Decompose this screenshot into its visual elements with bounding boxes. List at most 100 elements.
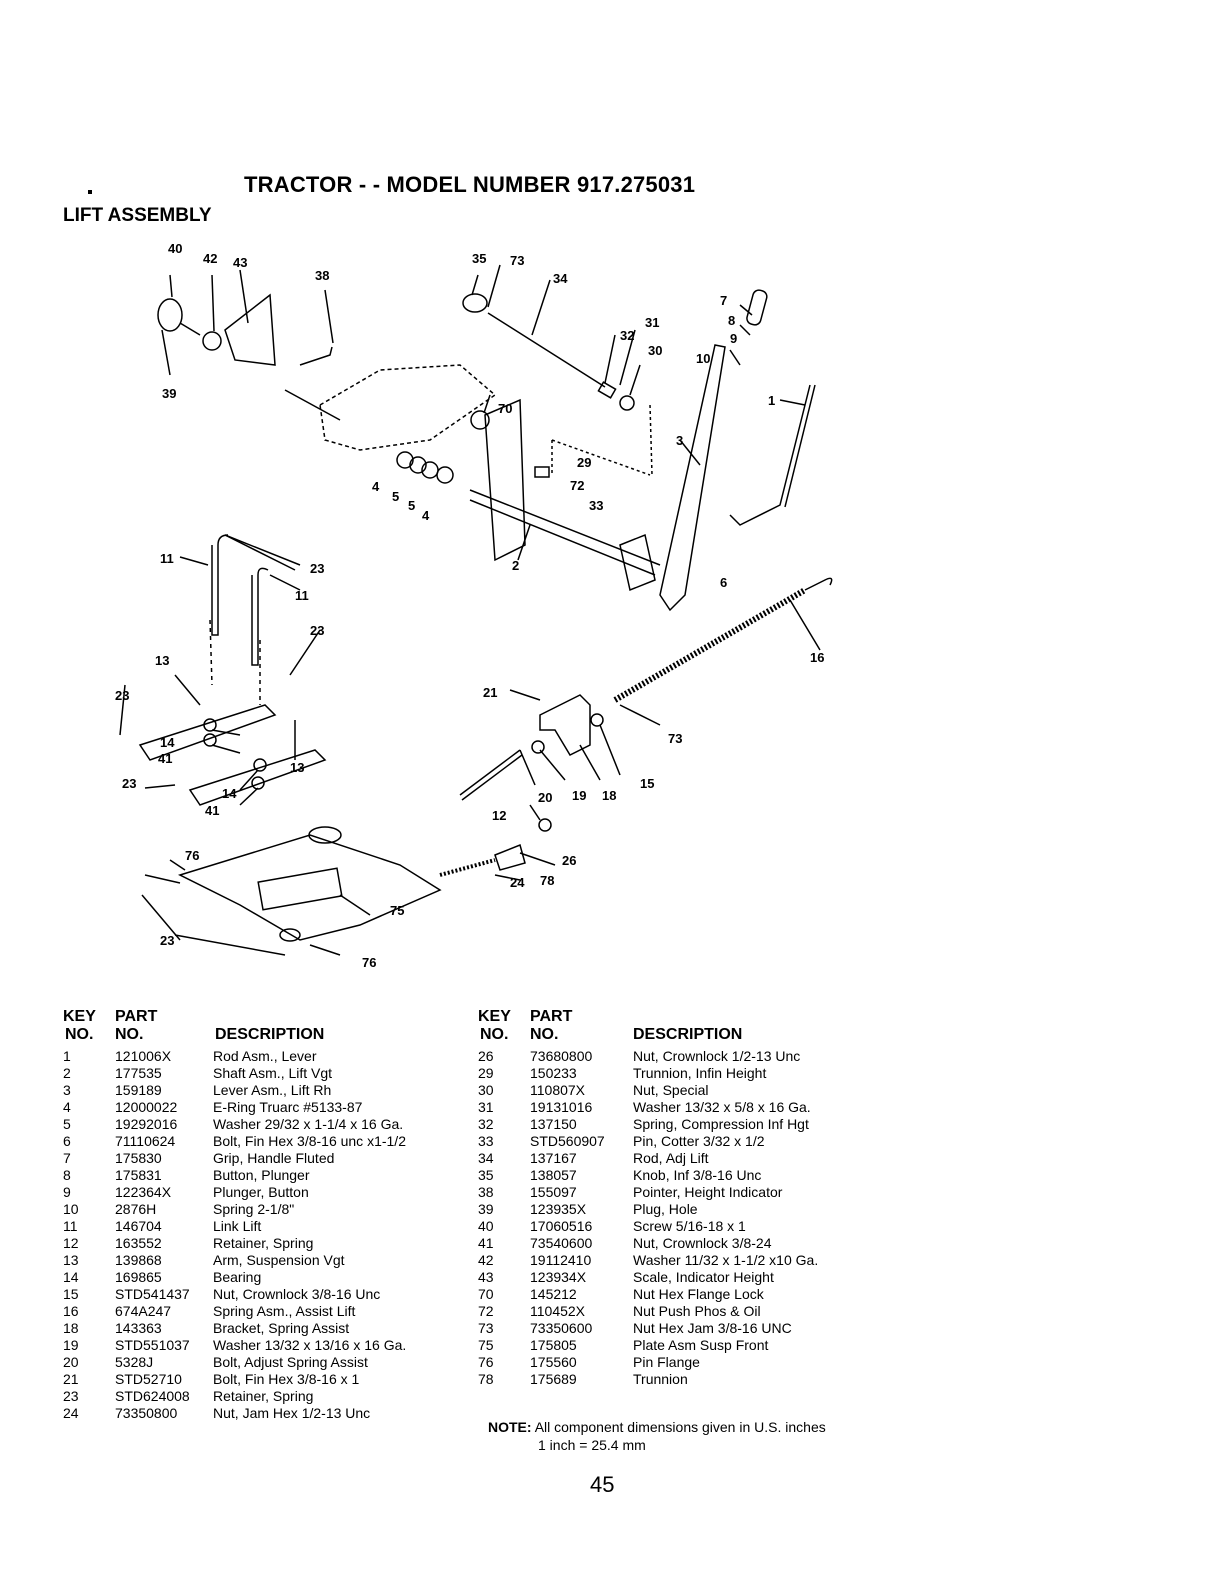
callout-label: 13: [155, 653, 169, 668]
key-number: 41: [478, 1235, 494, 1251]
part-description: Plug, Hole: [633, 1201, 698, 1217]
page-number: 45: [590, 1472, 615, 1497]
callout-label: 4: [422, 508, 430, 523]
part-number: 150233: [530, 1065, 577, 1081]
callout-label: 35: [472, 251, 486, 266]
header-description: DESCRIPTION: [633, 1026, 743, 1043]
part-number: 175805: [530, 1337, 577, 1353]
adjust-bolt: [459, 749, 521, 796]
front-plate: [177, 834, 442, 941]
note-line-1: All component dimensions given in U.S. i…: [534, 1419, 826, 1435]
callout-label: 23: [310, 623, 324, 638]
assist-spring: [613, 587, 807, 703]
callout-label: 7: [720, 293, 727, 308]
part-description: Pin Flange: [633, 1354, 700, 1370]
part-description: Bearing: [213, 1269, 262, 1285]
part-number: STD624008: [115, 1388, 190, 1404]
key-number: 16: [63, 1303, 79, 1319]
key-number: 1: [63, 1048, 71, 1064]
part-description: Shaft Asm., Lift Vgt: [213, 1065, 333, 1081]
part-number: 155097: [530, 1184, 577, 1200]
part-description: Rod, Adj Lift: [633, 1150, 709, 1166]
part-description: Spring, Compression Inf Hgt: [633, 1116, 809, 1132]
table-row: 1 121006X Rod Asm., Lever: [63, 1048, 483, 1065]
callout-label: 23: [122, 776, 136, 791]
callout-label: 19: [572, 788, 586, 803]
part-description: Trunnion: [633, 1371, 688, 1387]
lever-rod: [729, 384, 811, 526]
callout-label: 1: [768, 393, 775, 408]
callout-label: 73: [668, 731, 682, 746]
part-description: Washer 11/32 x 1-1/2 x10 Ga.: [633, 1252, 819, 1268]
parts-table-left: KEY NO. PART NO. DESCRIPTION 1 121006X Rod…: [63, 1008, 483, 1422]
handle-grip: [746, 289, 768, 326]
part-description: E-Ring Truarc #5133-87: [213, 1099, 363, 1115]
part-number: 121006X: [115, 1048, 172, 1064]
trunnion: [534, 466, 550, 478]
part-number: 17060516: [530, 1218, 593, 1234]
key-number: 2: [63, 1065, 71, 1081]
key-number: 11: [63, 1218, 78, 1234]
part-number: 137150: [530, 1116, 577, 1132]
part-number: 159189: [115, 1082, 162, 1098]
table-header: KEY NO. PART NO. DESCRIPTION: [63, 1008, 483, 1048]
part-description: Link Lift: [213, 1218, 262, 1234]
callout-labels: 40 42 43 38 39 35 73 34 7 8 9 10 31 32 3…: [115, 241, 824, 970]
callout-label: 78: [540, 873, 554, 888]
key-number: 33: [478, 1133, 494, 1149]
key-number: 72: [478, 1303, 494, 1319]
callout-label: 29: [577, 455, 591, 470]
key-number: 31: [478, 1099, 494, 1115]
callout-label: 41: [158, 751, 172, 766]
part-number: 175831: [115, 1167, 162, 1183]
screw-head: [157, 298, 183, 332]
key-number: 21: [63, 1371, 79, 1387]
part-description: Spring 2-1/8": [213, 1201, 295, 1217]
part-number: 175689: [530, 1371, 577, 1387]
part-number: 73540600: [530, 1235, 593, 1251]
key-number: 8: [63, 1167, 71, 1183]
callout-label: 21: [483, 685, 497, 700]
suspension-arm-1: [138, 704, 277, 761]
header-key: KEY: [63, 1008, 96, 1025]
callout-label: 3: [676, 433, 683, 448]
part-description: Washer 13/32 x 13/16 x 16 Ga.: [213, 1337, 407, 1353]
callout-label: 8: [728, 313, 735, 328]
callout-label: 18: [602, 788, 616, 803]
part-description: Rod Asm., Lever: [213, 1048, 317, 1064]
part-number: STD551037: [115, 1337, 190, 1353]
key-number: 40: [478, 1218, 494, 1234]
part-description: Nut, Special: [633, 1082, 709, 1098]
part-description: Nut Hex Flange Lock: [633, 1286, 764, 1302]
key-number: 14: [63, 1269, 79, 1285]
callout-label: 73: [510, 253, 524, 268]
callout-label: 20: [538, 790, 552, 805]
part-description: Retainer, Spring: [213, 1235, 314, 1251]
key-number: 9: [63, 1184, 71, 1200]
key-number: 43: [478, 1269, 494, 1285]
part-number: 73350800: [115, 1405, 178, 1421]
part-description: Retainer, Spring: [213, 1388, 314, 1404]
key-number: 32: [478, 1116, 494, 1132]
adjust-rod: [487, 312, 606, 388]
callout-label: 43: [233, 255, 247, 270]
key-number: 30: [478, 1082, 494, 1098]
key-number: 75: [478, 1337, 494, 1353]
callout-label: 72: [570, 478, 584, 493]
frame-outline: [319, 364, 497, 451]
key-number: 34: [478, 1150, 494, 1166]
spring-bracket: [539, 694, 591, 756]
